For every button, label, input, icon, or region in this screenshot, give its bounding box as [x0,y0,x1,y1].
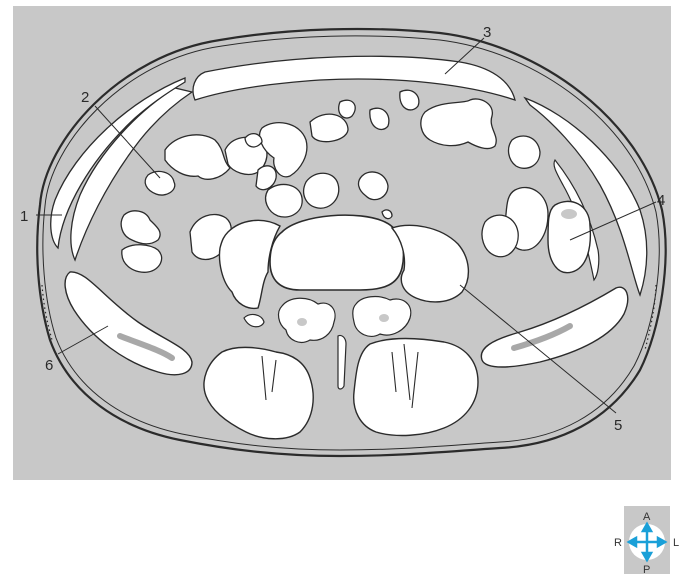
foramen-spot [379,314,389,322]
compass-label-posterior: P [643,564,650,576]
callout-4: 4 [657,192,665,209]
bowel-loop [509,136,540,168]
orientation-compass: A P R L [614,506,679,576]
vertebral-body [270,215,403,290]
callout-6: 6 [45,357,53,374]
callout-3: 3 [483,24,491,41]
bowel-loop [304,173,339,208]
callout-5: 5 [614,417,622,434]
bowel-loop [339,100,356,118]
compass-label-anterior: A [643,511,651,523]
bowel-loop [482,215,518,257]
kidney-hilum-fat [561,209,577,219]
compass-label-left: L [673,537,679,549]
callout-1: 1 [20,208,28,225]
bowel-loop [266,184,303,217]
callout-2: 2 [81,89,89,106]
compass-label-right: R [614,537,622,549]
foramen-spot [297,318,307,326]
bowel-loop [245,134,262,147]
bowel-loop [310,114,348,142]
